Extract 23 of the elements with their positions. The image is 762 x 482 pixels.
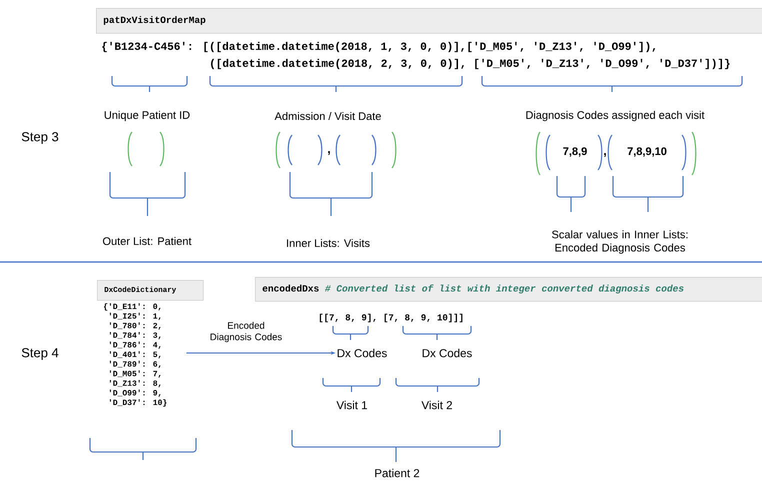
step-label: Step 4	[22, 348, 58, 360]
dx-codes-text: Dx Codes	[338, 348, 387, 358]
dictionary-code: {'D_E11': 0, 'D_I25': 1, 'D_780': 2, 'D_784': 3, 'D_786': 4, 'D_401': 5, 'D_789': 6, 'D_M05': 7, 'D_Z13': 8, 'D_O99': 9, 'D_D37': 10}	[104, 303, 166, 407]
caption: Inner Lists: Visits	[287, 238, 370, 248]
comma: ,	[328, 151, 330, 155]
caption: Admission / Visit Date	[274, 112, 381, 120]
code-line: ([datetime.datetime(2018, 2, 3, 0, 0)], ['D_M05', 'D_Z13', 'D_O99', 'D_D37'])]}	[211, 58, 730, 70]
edge-label: Encoded Diagnosis Codes	[210, 322, 282, 342]
caption: Visit 2	[422, 400, 452, 410]
dx-codes-text: Dx Codes	[422, 348, 472, 358]
encoded-values: 7,8,9,10	[628, 147, 666, 157]
caption: Patient 2	[375, 468, 420, 478]
caption: Visit 1	[336, 400, 367, 410]
caption: Scalar values in Inner Lists: Encoded Diagnosis Codes	[552, 230, 688, 254]
encoded-values: 7,8,9	[563, 147, 587, 157]
caption: Outer List: Patient	[103, 236, 192, 246]
caption: Diagnosis Codes assigned each visit	[526, 110, 704, 122]
caption: Unique Patient ID	[104, 110, 190, 122]
code-cell-header: patDxVisitOrderMap	[96, 8, 762, 34]
code-cell-header: encodedDxs # Converted list of list with integer converted diagnosis codes	[255, 277, 762, 302]
comma: ,	[604, 153, 606, 157]
step-label: Step 3	[22, 132, 58, 144]
code-line: [[7, 8, 9], [7, 8, 9, 10]]]	[320, 314, 462, 322]
